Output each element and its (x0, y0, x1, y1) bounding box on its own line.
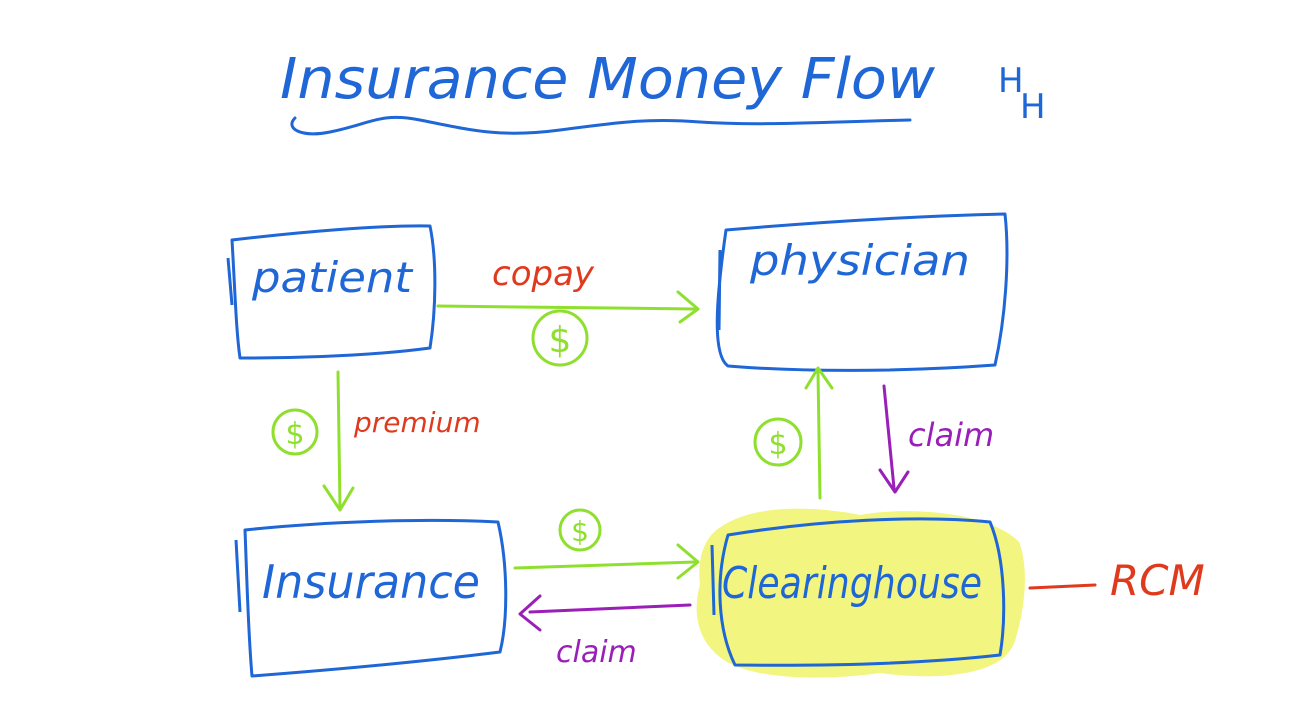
claim-from-physician-label: claim (908, 416, 994, 454)
premium-money-circle (271, 408, 319, 456)
insurance-pay-money-symbol: $ (571, 515, 589, 548)
rcm-label: RCM (1110, 556, 1205, 605)
clearinghouse-pay-money-badge: $ (753, 417, 803, 467)
diagram-title: Insurance Money Flow (280, 47, 935, 112)
clearinghouse-pay-arrowhead (804, 366, 834, 390)
claim-to-insurance-label: claim (556, 635, 637, 670)
patient-label: patient (251, 253, 414, 302)
copay-money-circle (531, 309, 589, 367)
premium-arrowhead (322, 484, 355, 512)
claim-to-insurance-arrowhead (518, 594, 542, 632)
title-underline (290, 115, 912, 136)
clearinghouse-box (718, 517, 1006, 667)
insurance-label: Insurance (262, 555, 480, 609)
clearinghouse-pay-arrow (816, 370, 822, 500)
physician-label: physician (749, 236, 970, 285)
insurance-box-tick (234, 539, 242, 613)
insurance-pay-arrow (513, 560, 697, 570)
premium-arrow (336, 370, 342, 510)
premium-money-badge: $ (271, 408, 319, 456)
clearinghouse-pay-money-symbol: $ (768, 427, 787, 462)
signature-text-sub: H (1020, 87, 1046, 127)
signature-text: H (998, 61, 1024, 101)
physician-box-tick (717, 249, 722, 331)
clearinghouse-label: Clearinghouse (722, 558, 982, 609)
insurance-pay-money-circle (558, 508, 602, 552)
author-signature: H H (998, 61, 1046, 127)
premium-label: premium (353, 406, 481, 439)
copay-money-symbol: $ (549, 320, 572, 361)
physician-box (715, 212, 1009, 372)
insurance-box (243, 518, 508, 678)
premium-money-symbol: $ (285, 417, 304, 452)
claim-to-insurance-arrow (528, 603, 692, 614)
copay-label: copay (492, 254, 595, 294)
copay-money-badge: $ (531, 309, 589, 367)
patient-box-tick (226, 257, 234, 306)
clearinghouse-pay-money-circle (753, 417, 803, 467)
copay-arrow (436, 304, 697, 311)
rcm-connector (1028, 583, 1097, 590)
claim-from-physician-arrow (882, 384, 896, 490)
copay-arrowhead (676, 290, 700, 324)
insurance-pay-arrowhead (676, 543, 700, 580)
patient-box (230, 224, 437, 360)
clearinghouse-box-tick (710, 544, 716, 616)
insurance-pay-money-badge: $ (558, 508, 602, 552)
claim-from-physician-arrowhead (878, 468, 910, 494)
